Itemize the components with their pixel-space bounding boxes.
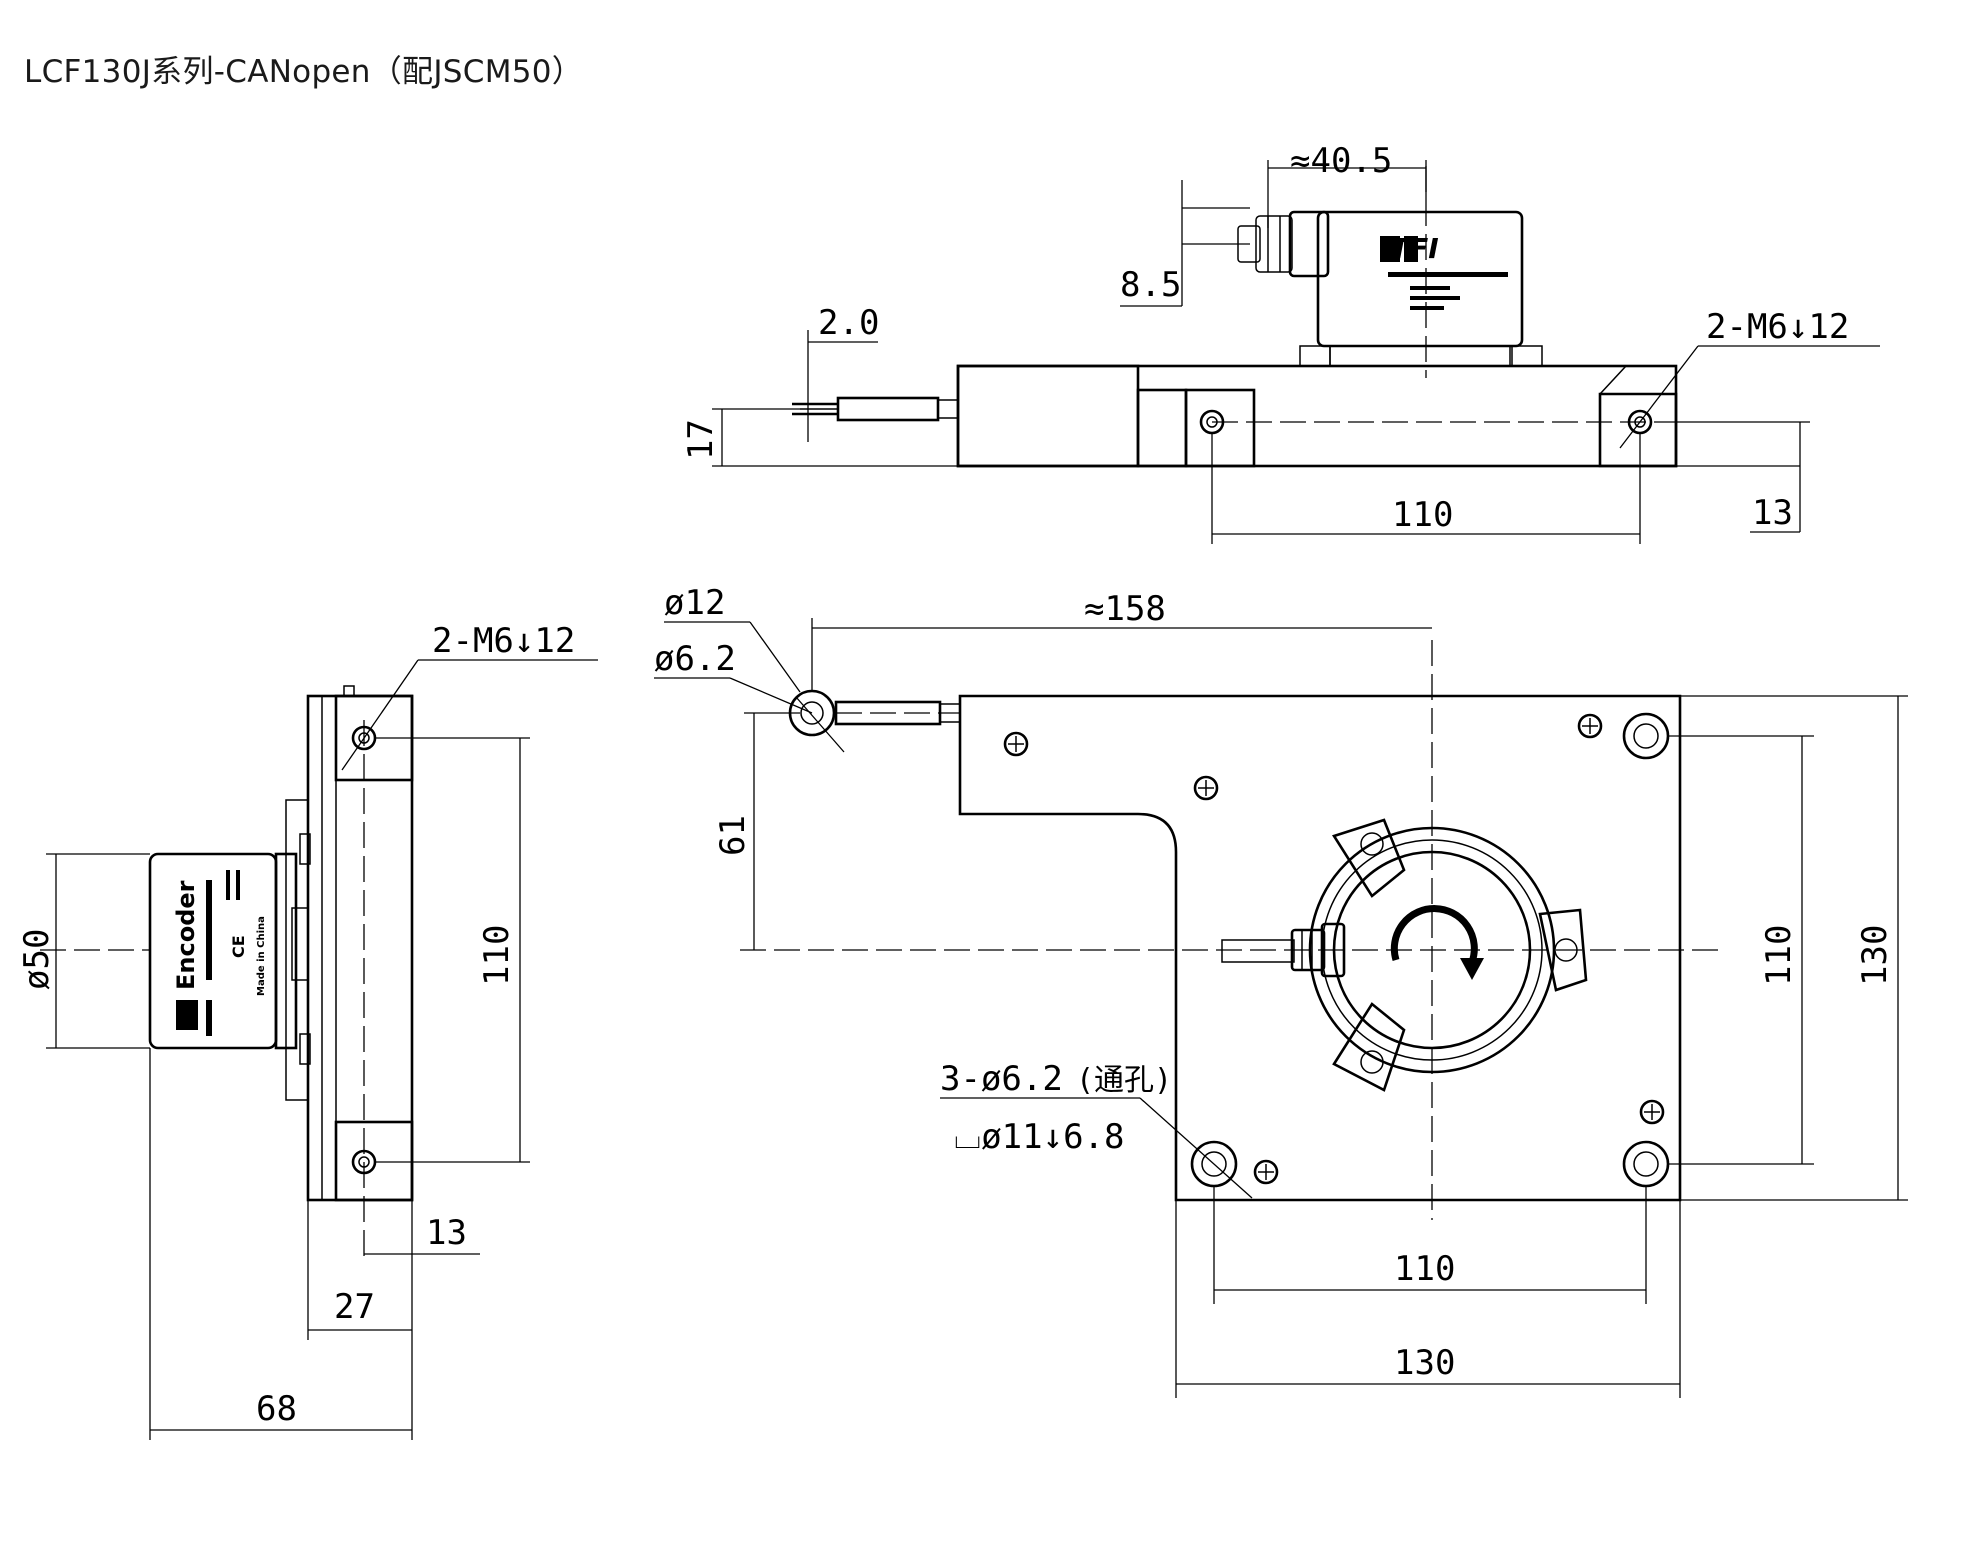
dim-side-encoder-dia: ø50 bbox=[17, 929, 57, 990]
side-encoder-label: Encoder CE Made in China bbox=[172, 870, 267, 1036]
front-dimensions: ø12 ø6.2 ≈158 61 3-ø6.2 (通孔) ⌴ø11↓6.8 11… bbox=[654, 583, 1908, 1398]
dim-front-hole-spacing-h: 110 bbox=[1394, 1249, 1455, 1289]
top-cable-gland bbox=[1288, 210, 1330, 278]
top-drum-housing bbox=[956, 364, 1140, 468]
top-dimensions: ≈40.5 8.5 2.0 17 2-M6↓12 110 13 bbox=[681, 141, 1880, 544]
dim-side-hole-offset: 13 bbox=[426, 1213, 467, 1253]
made-in-label: Made in China bbox=[256, 916, 267, 996]
dim-side-total-depth: 68 bbox=[256, 1389, 297, 1429]
side-view: Encoder CE Made in China bbox=[40, 685, 414, 1260]
dim-front-wire-offset: 61 bbox=[713, 815, 753, 856]
dim-front-through-note: (通孔) bbox=[1076, 1063, 1172, 1098]
encoder-label: Encoder bbox=[172, 880, 200, 990]
dim-top-height: 17 bbox=[681, 419, 721, 460]
dim-front-ring-od: ø12 bbox=[664, 583, 725, 623]
front-view bbox=[740, 640, 1720, 1220]
top-encoder-label: TFI bbox=[1380, 232, 1508, 310]
dim-top-cable-width: ≈40.5 bbox=[1290, 141, 1392, 181]
dim-front-width: 130 bbox=[1394, 1343, 1455, 1383]
dim-front-overall-width: ≈158 bbox=[1084, 589, 1166, 629]
dim-side-hole-spacing: 110 bbox=[477, 925, 517, 986]
dim-side-mount-tap: 2-M6↓12 bbox=[432, 621, 575, 661]
dim-front-counterbore: ⌴ø11↓6.8 bbox=[954, 1117, 1125, 1157]
dim-top-hole-height: 13 bbox=[1752, 493, 1793, 533]
dim-top-hole-spacing: 110 bbox=[1392, 495, 1453, 535]
front-encoder bbox=[1221, 818, 1588, 1092]
top-view: TFI bbox=[792, 166, 1810, 468]
ce-mark: CE bbox=[229, 935, 248, 958]
top-flange-step bbox=[1136, 388, 1188, 468]
dim-front-ring-id: ø6.2 bbox=[654, 639, 736, 679]
top-base-plate bbox=[956, 364, 1678, 468]
top-wire-sleeve bbox=[836, 396, 940, 422]
front-screws bbox=[1003, 713, 1665, 1185]
front-plate-outline bbox=[958, 694, 1682, 1202]
dim-front-through-holes: 3-ø6.2 bbox=[940, 1059, 1063, 1099]
top-encoder-flange bbox=[1329, 345, 1511, 367]
dim-front-height: 130 bbox=[1855, 925, 1895, 986]
side-dimensions: 2-M6↓12 ø50 110 13 27 68 bbox=[17, 621, 598, 1440]
dim-front-hole-spacing-v: 110 bbox=[1759, 925, 1799, 986]
dim-top-connector-height: 8.5 bbox=[1120, 265, 1181, 305]
side-base-plate bbox=[306, 694, 414, 1202]
dim-side-body-depth: 27 bbox=[334, 1287, 375, 1327]
dim-top-mount-tap: 2-M6↓12 bbox=[1706, 307, 1849, 347]
drawing-title: LCF130J系列-CANopen（配JSCM50） bbox=[24, 54, 584, 90]
brand-label: TFI bbox=[1390, 232, 1439, 265]
dim-top-wire-dia: 2.0 bbox=[818, 303, 879, 343]
top-right-boss bbox=[1598, 392, 1678, 468]
